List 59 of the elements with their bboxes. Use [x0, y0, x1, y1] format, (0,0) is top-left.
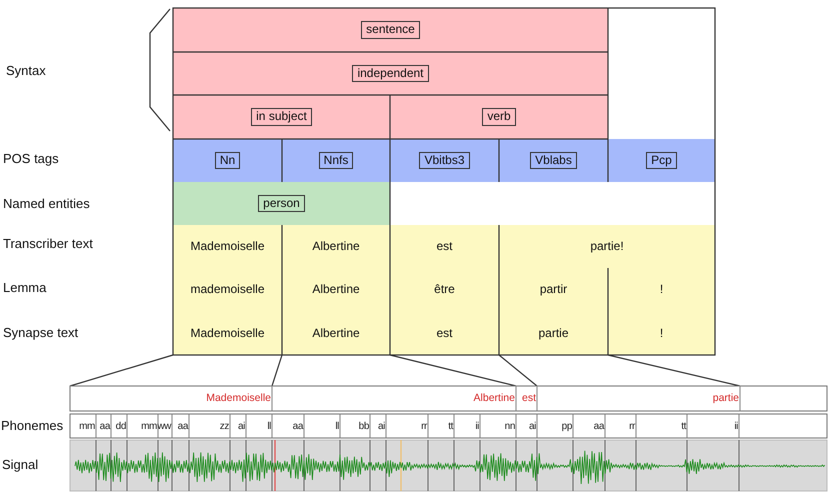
phoneme-label: ww	[157, 420, 172, 432]
tier-label: Synapse text	[3, 326, 78, 340]
token-text: !	[660, 326, 664, 340]
token-text: partie!	[590, 240, 624, 254]
word-segment-label: partie	[712, 392, 740, 404]
tier-label: Phonemes	[1, 419, 64, 434]
phoneme-label: nn	[504, 420, 516, 432]
token-text: !	[660, 283, 664, 297]
token-text: Mademoiselle	[190, 240, 265, 254]
phoneme-label: rr	[629, 420, 636, 432]
phoneme-label: dd	[116, 420, 127, 432]
tag-label: in subject	[251, 108, 312, 126]
phoneme-label: ll	[335, 420, 340, 432]
phoneme-label: tt	[448, 420, 454, 432]
phoneme-label: tt	[681, 420, 687, 432]
tier-label: Syntax	[6, 64, 46, 78]
phoneme-label: bb	[358, 420, 370, 432]
tier-label: Lemma	[3, 281, 46, 296]
phoneme-label: ai	[378, 420, 386, 432]
token-text: Albertine	[312, 326, 360, 340]
token-text: est	[436, 240, 452, 254]
token-text: être	[434, 283, 455, 297]
phoneme-label: pp	[562, 420, 573, 432]
phoneme-label: ll	[267, 420, 272, 432]
phoneme-label: ii	[734, 420, 739, 432]
word-segment-label: Albertine	[474, 392, 516, 404]
phoneme-label: aa	[100, 420, 111, 432]
token-text: Albertine	[312, 240, 360, 254]
tag-label: Vbitbs3	[419, 152, 470, 170]
word-segment-label: Mademoiselle	[206, 392, 272, 404]
tier-label: Signal	[2, 458, 38, 472]
phoneme-label: mm	[141, 420, 158, 432]
tag-label: independent	[352, 64, 429, 82]
phoneme-label: aa	[594, 420, 605, 432]
tier-label: Transcriber text	[3, 237, 93, 252]
phoneme-label: mm	[79, 420, 96, 432]
token-text: Mademoiselle	[190, 326, 265, 340]
tag-label: person	[258, 194, 305, 212]
token-text: est	[436, 326, 452, 340]
phoneme-label: ai	[238, 420, 246, 432]
tier-label: POS tags	[3, 152, 59, 166]
phoneme-label: rr	[421, 420, 428, 432]
word-segment-label: est	[522, 392, 537, 404]
token-text: mademoiselle	[190, 283, 265, 297]
tag-label: Nnfs	[318, 152, 354, 170]
phoneme-label: aa	[178, 420, 189, 432]
token-text: Albertine	[312, 283, 360, 297]
phoneme-label: aa	[292, 420, 304, 432]
phoneme-label: ii	[475, 420, 480, 432]
phoneme-label: zz	[220, 420, 230, 432]
token-text: partir	[540, 283, 568, 297]
tier-label: Named entities	[3, 197, 90, 212]
tag-label: Nn	[214, 152, 240, 170]
tag-label: verb	[482, 108, 516, 126]
tag-label: Pcp	[646, 152, 677, 170]
tag-label: Vblabs	[530, 152, 577, 170]
phoneme-label: ai	[529, 420, 537, 432]
tag-label: sentence	[361, 21, 420, 39]
token-text: partie	[538, 326, 569, 340]
